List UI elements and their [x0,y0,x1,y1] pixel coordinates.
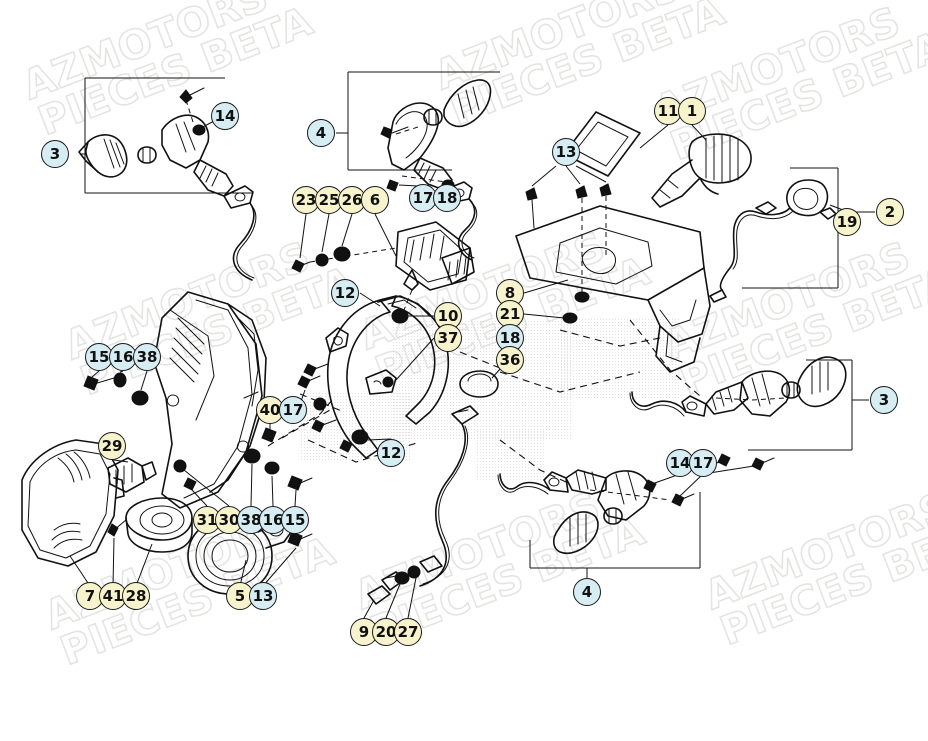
callout-29[interactable]: 29 [98,432,126,460]
callout-3[interactable]: 3 [41,140,69,168]
callout-2[interactable]: 2 [876,198,904,226]
callout-3[interactable]: 3 [870,386,898,414]
callout-label: 9 [358,623,370,641]
callout-label: 15 [284,511,306,529]
callout-label: 27 [397,623,419,641]
callout-17[interactable]: 17 [409,184,437,212]
callout-label: 14 [214,107,236,125]
callout-label: 38 [240,511,262,529]
callout-9[interactable]: 9 [350,618,378,646]
part-group-headlight-mask [83,291,335,509]
callout-37[interactable]: 37 [434,324,462,352]
callout-1[interactable]: 1 [678,97,706,125]
callout-label: 8 [504,284,516,302]
callout-label: 12 [334,284,356,302]
callout-4[interactable]: 4 [307,119,335,147]
callout-label: 25 [318,191,340,209]
callout-label: 2 [884,203,896,221]
callout-label: 13 [252,587,274,605]
callout-label: 37 [437,329,459,347]
callout-label: 36 [499,351,521,369]
callout-label: 20 [375,623,397,641]
callout-12[interactable]: 12 [331,279,359,307]
callout-4[interactable]: 4 [573,578,601,606]
callout-label: 16 [112,348,134,366]
callout-label: 7 [84,587,96,605]
callout-17[interactable]: 17 [689,449,717,477]
part-group-turn-signal-bottom [497,439,704,578]
callout-label: 30 [218,511,240,529]
callout-label: 5 [234,587,246,605]
callout-28[interactable]: 28 [122,582,150,610]
callout-label: 31 [196,511,218,529]
callout-13[interactable]: 13 [249,582,277,610]
callout-label: 29 [101,437,123,455]
part-group-turn-signal-top-middle [336,71,500,261]
callout-label: 40 [259,401,281,419]
callout-label: 13 [555,143,577,161]
callout-15[interactable]: 15 [85,343,113,371]
part-group-turn-signal-right [629,319,869,475]
callout-label: 26 [341,191,363,209]
callout-27[interactable]: 27 [394,618,422,646]
callout-17[interactable]: 17 [279,396,307,424]
callout-19[interactable]: 19 [833,208,861,236]
callout-14[interactable]: 14 [211,102,239,130]
callout-label: 17 [412,189,434,207]
callout-label: 3 [49,145,61,163]
callout-label: 28 [125,587,147,605]
part-group-headlight-lens [21,439,193,587]
callout-label: 18 [436,189,458,207]
callout-15[interactable]: 15 [281,506,309,534]
callout-16[interactable]: 16 [109,343,137,371]
part-group-tail-light [563,111,752,208]
callout-label: 6 [369,191,381,209]
callout-label: 16 [262,511,284,529]
callout-label: 4 [581,583,593,601]
callout-label: 21 [499,305,521,323]
part-group-front-turn-signal-left [78,77,257,281]
callout-label: 14 [669,454,691,472]
callout-label: 10 [437,307,459,325]
callout-38[interactable]: 38 [133,343,161,371]
callout-label: 11 [657,102,679,120]
callout-36[interactable]: 36 [496,346,524,374]
callout-label: 4 [315,124,327,142]
callout-label: 19 [836,213,858,231]
callout-18[interactable]: 18 [433,184,461,212]
callout-label: 41 [102,587,124,605]
callout-11[interactable]: 11 [654,97,682,125]
callout-6[interactable]: 6 [361,186,389,214]
callout-label: 38 [136,348,158,366]
callout-label: 1 [686,102,698,120]
callout-label: 15 [88,348,110,366]
callout-label: 17 [692,454,714,472]
callout-label: 12 [380,444,402,462]
callout-label: 3 [878,391,890,409]
callout-13[interactable]: 13 [552,138,580,166]
part-group-regulator [291,213,475,311]
callout-label: 23 [295,191,317,209]
callout-12[interactable]: 12 [377,439,405,467]
callout-label: 17 [282,401,304,419]
callout-label: 18 [499,329,521,347]
